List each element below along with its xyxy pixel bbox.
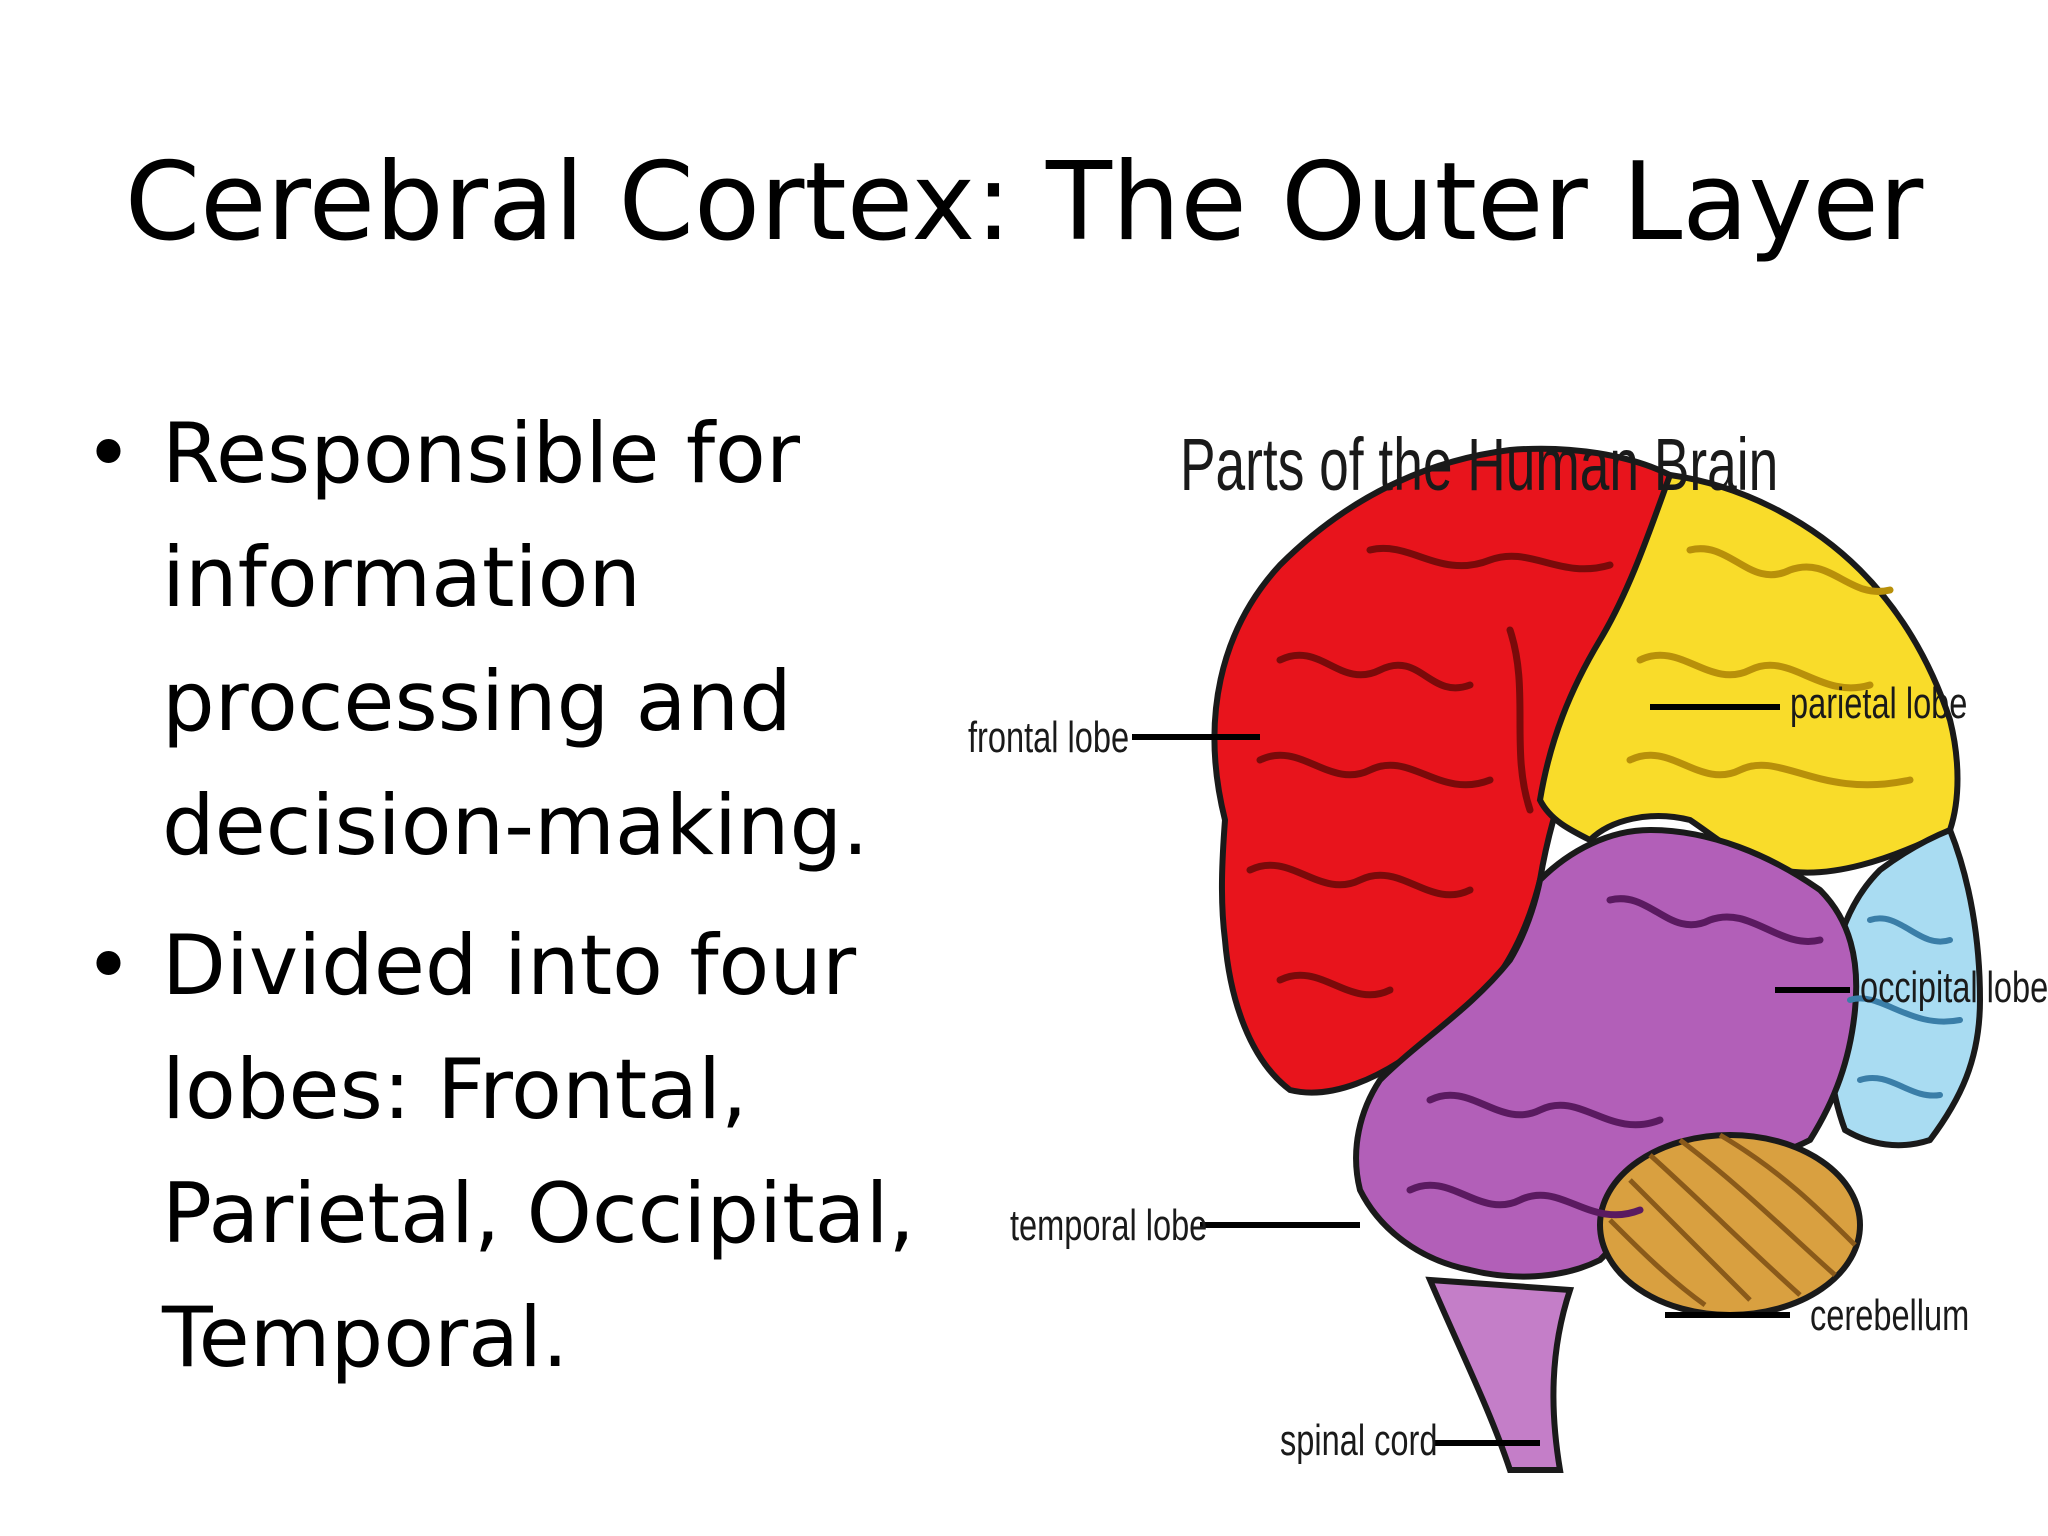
brain-diagram: Parts of the Human Brain frontal lobe pa… bbox=[950, 400, 2048, 1480]
label-temporal-lobe: temporal lobe bbox=[1010, 1201, 1208, 1250]
bullet-marker: • bbox=[84, 917, 133, 1014]
label-parietal-lobe: parietal lobe bbox=[1790, 679, 1968, 728]
slide-title: Cerebral Cortex: The Outer Layer bbox=[124, 140, 1924, 265]
occipital-lobe-shape bbox=[1825, 826, 1984, 1149]
parietal-gyri bbox=[1626, 545, 1914, 789]
spinal-cord-shape bbox=[1425, 1276, 1575, 1473]
bullet-text: Responsible for information processing a… bbox=[162, 405, 869, 874]
cerebellum-folds bbox=[1608, 1132, 1857, 1308]
temporal-gyri bbox=[1406, 895, 1824, 1219]
brain-illustration bbox=[1132, 445, 1984, 1473]
bullet-list: • Responsible for information processing… bbox=[80, 392, 980, 1416]
bullet-item: • Responsible for information processing… bbox=[80, 392, 980, 888]
bullet-text: Divided into four lobes: Frontal, Pariet… bbox=[162, 917, 915, 1386]
occipital-gyri bbox=[1847, 915, 1963, 1099]
callout-lines bbox=[1132, 704, 1850, 1446]
diagram-heading: Parts of the Human Brain bbox=[1180, 423, 1779, 506]
cerebellum-shape bbox=[1597, 1132, 1863, 1318]
label-occipital-lobe: occipital lobe bbox=[1860, 963, 2048, 1012]
label-spinal-cord: spinal cord bbox=[1280, 1416, 1438, 1465]
label-frontal-lobe: frontal lobe bbox=[968, 713, 1130, 762]
bullet-item: • Divided into four lobes: Frontal, Pari… bbox=[80, 904, 980, 1400]
bullet-marker: • bbox=[84, 405, 133, 502]
label-cerebellum: cerebellum bbox=[1810, 1291, 1970, 1340]
frontal-gyri bbox=[1246, 545, 1614, 999]
